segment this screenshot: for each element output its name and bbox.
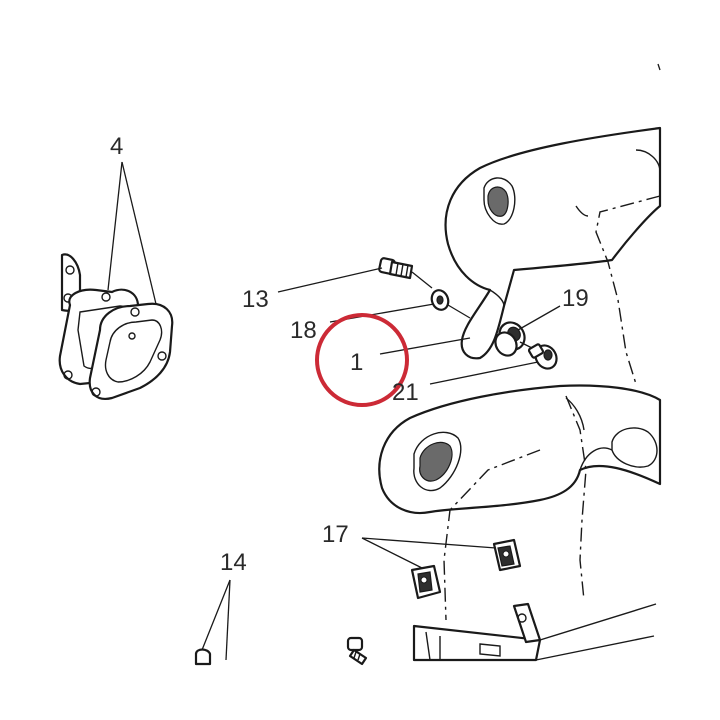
upper-arm-body: [444, 126, 662, 360]
washer-18: [430, 289, 450, 311]
gasket-front: [88, 302, 174, 400]
gasket-assembly: [58, 253, 174, 400]
callout-17[interactable]: 17: [322, 521, 349, 548]
clip-17-right: [492, 538, 522, 572]
callout-19[interactable]: 19: [562, 285, 589, 312]
highlight-circle: [315, 313, 409, 407]
callout-1[interactable]: 1: [350, 349, 363, 376]
callout-14[interactable]: 14: [220, 549, 247, 576]
lower-arm-body: [378, 384, 662, 515]
axis-line-washer: [447, 304, 471, 319]
callout-21[interactable]: 21: [392, 379, 419, 406]
center-line-upper: [595, 195, 661, 385]
callout-4[interactable]: 4: [110, 133, 123, 160]
clip-17-left: [410, 564, 442, 600]
axis-line-bolt: [411, 271, 433, 289]
axis-line-bushing: [519, 341, 533, 349]
bolt-13: [378, 257, 414, 280]
center-line-lower: [565, 395, 587, 601]
callout-18[interactable]: 18: [290, 317, 317, 344]
center-line-lower-2: [443, 449, 541, 621]
callout-13[interactable]: 13: [242, 286, 269, 313]
bushing-19: [494, 321, 526, 357]
washer-21: [527, 343, 558, 370]
edge-mark: [657, 63, 661, 71]
screw-small: [346, 636, 368, 666]
bolt-14: [194, 648, 212, 666]
bracket: [412, 602, 657, 662]
